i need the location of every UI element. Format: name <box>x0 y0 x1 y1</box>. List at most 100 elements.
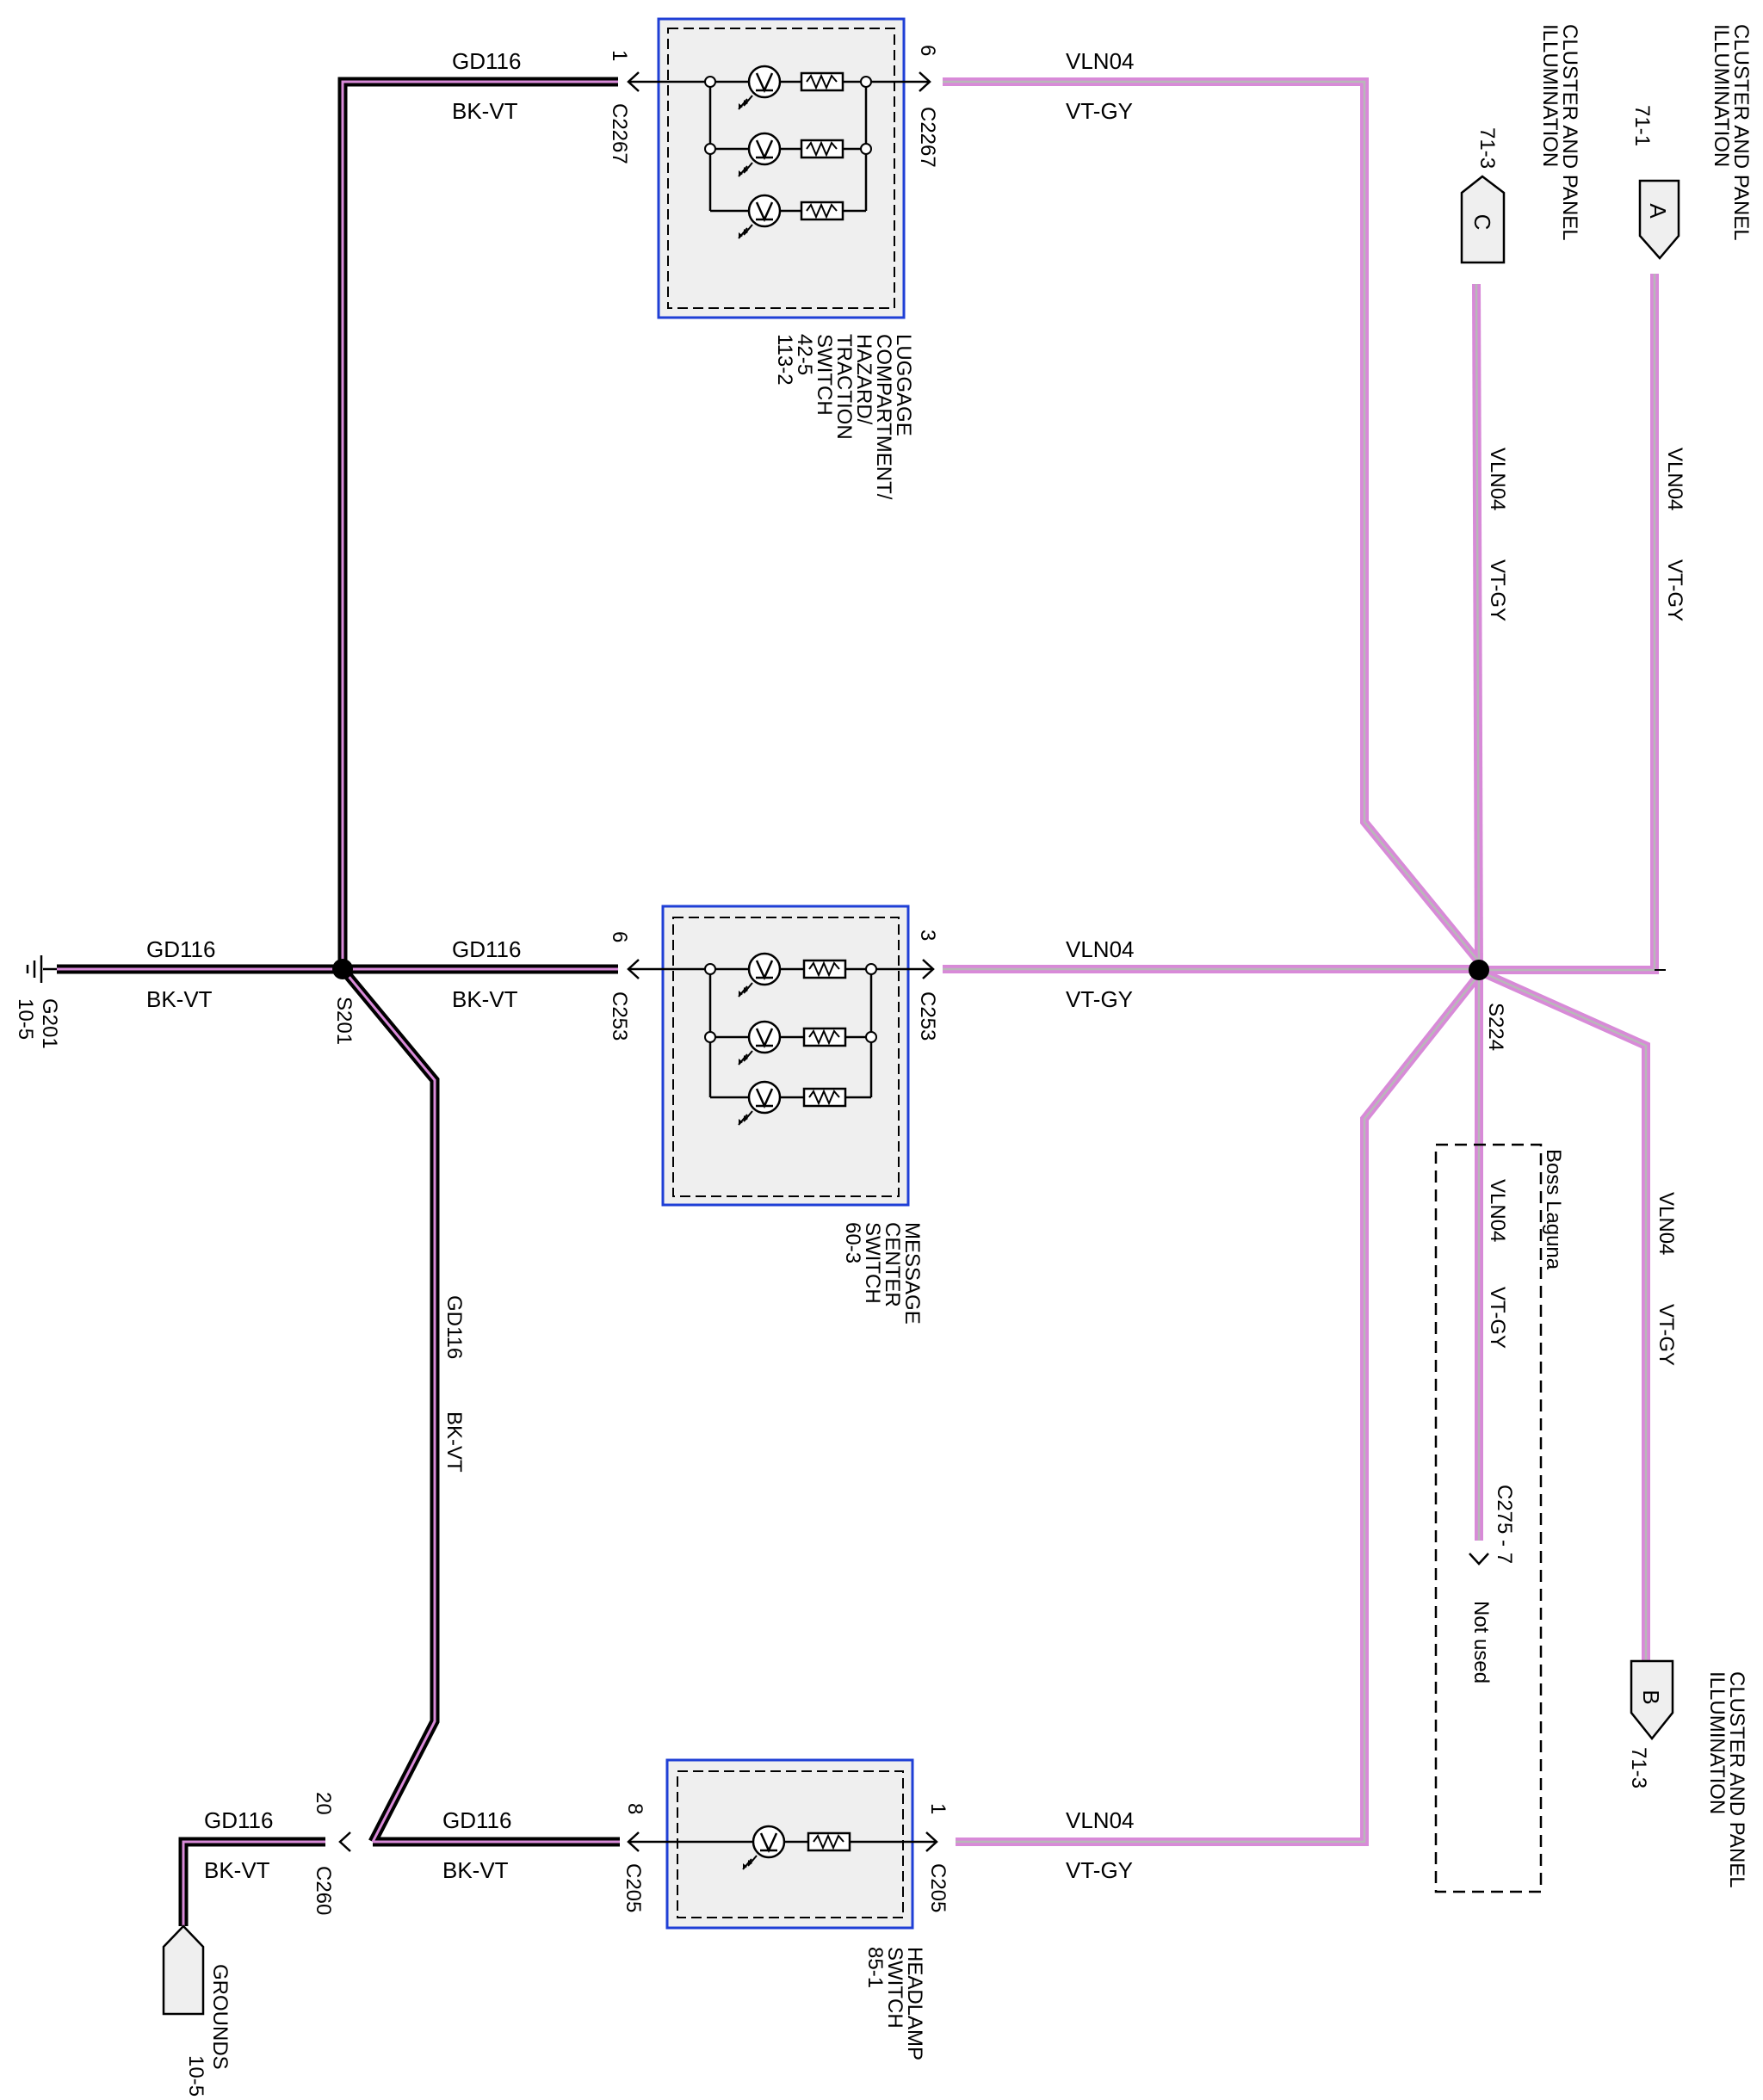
offpage-connector-icon <box>1460 175 1506 264</box>
connector-label: C2267 <box>608 103 631 164</box>
wire-label: VLN04 <box>1486 1179 1509 1242</box>
connector-label: C205 <box>622 1863 645 1912</box>
offpage-a-title2: ILLUMINATION <box>1710 24 1733 167</box>
wire-color-label: VT-GY <box>1486 1287 1509 1349</box>
offpage-connector-icon <box>162 1924 205 2016</box>
svg-text:60-3: 60-3 <box>841 1222 864 1263</box>
connector-label: C275 - 7 <box>1493 1485 1516 1564</box>
resistor-icon <box>800 71 844 92</box>
connector-label: C2267 <box>916 107 939 168</box>
connector-label: C205 <box>926 1863 950 1912</box>
wire-color-label: BK-VT <box>146 986 213 1012</box>
wire-color-label: VT-GY <box>1066 98 1133 124</box>
svg-text:LUGGAGE: LUGGAGE <box>892 334 915 436</box>
horizontal-labels: GD116 BK-VT VLN04 VT-GY GD116 BK-VT GD11… <box>146 48 1135 1883</box>
splice-s201-icon <box>332 959 353 979</box>
offpage-c-title2: ILLUMINATION <box>1538 24 1562 167</box>
wire-color-label: BK-VT <box>442 1857 509 1883</box>
splice-label: S224 <box>1484 1003 1507 1051</box>
pin-label: 6 <box>608 931 631 942</box>
wire-color-label: VT-GY <box>1486 559 1509 621</box>
svg-text:HAZARD/: HAZARD/ <box>852 334 875 425</box>
luggage-switch-label: LUGGAGE COMPARTMENT/ HAZARD/ TRACTION SW… <box>773 334 915 500</box>
ground-ref: 10-5 <box>14 998 37 1040</box>
resistor-icon <box>807 1831 851 1852</box>
wire-color-label: VT-GY <box>1066 1857 1133 1883</box>
svg-text:SWITCH: SWITCH <box>813 334 836 416</box>
headlamp-switch-component <box>628 1758 937 1930</box>
connector-label: C260 <box>312 1866 335 1915</box>
ground-icon <box>26 955 57 983</box>
wire-label: VLN04 <box>1066 48 1135 74</box>
wire-label: VLN04 <box>1066 1807 1135 1833</box>
wire-label: VLN04 <box>1655 1192 1678 1255</box>
message-center-switch-component <box>628 905 933 1207</box>
wire-color-label: VT-GY <box>1655 1304 1678 1366</box>
offpage-c-title: CLUSTER AND PANEL <box>1558 24 1581 241</box>
offpage-connector-icon <box>1638 179 1680 260</box>
connector-label: C253 <box>916 991 939 1041</box>
svg-text:CENTER: CENTER <box>881 1222 904 1307</box>
headlamp-switch-label: HEADLAMP SWITCH 85-1 <box>863 1947 926 2060</box>
component-labels: LUGGAGE COMPARTMENT/ HAZARD/ TRACTION SW… <box>773 334 926 2060</box>
offpage-connector-a: A <box>1638 179 1680 260</box>
svg-text:MESSAGE: MESSAGE <box>900 1222 924 1325</box>
pin-label: 1 <box>608 50 631 61</box>
svg-text:HEADLAMP: HEADLAMP <box>903 1947 926 2060</box>
svg-text:SWITCH: SWITCH <box>883 1947 906 2029</box>
wire-label: GD116 <box>442 1295 466 1359</box>
wire-color-label: BK-VT <box>204 1857 270 1883</box>
offpage-connector-icon <box>1630 1659 1674 1741</box>
luggage-switch-component <box>628 17 930 319</box>
offpage-b-letter: B <box>1638 1689 1664 1704</box>
pin-label: 1 <box>926 1803 950 1814</box>
wire-label: GD116 <box>204 1807 273 1833</box>
offpage-connector-b: B <box>1630 1659 1674 1741</box>
svg-text:COMPARTMENT/: COMPARTMENT/ <box>872 334 895 500</box>
splice-label: S201 <box>332 997 356 1045</box>
wire-color-label: BK-VT <box>452 986 518 1012</box>
offpage-a-letter: A <box>1645 203 1671 219</box>
resistor-icon <box>802 1027 847 1047</box>
wire-label: GD116 <box>452 936 521 962</box>
offpage-connector-c: C <box>1460 175 1506 264</box>
svg-text:85-1: 85-1 <box>863 1947 887 1988</box>
not-used-label: Not used <box>1469 1601 1493 1683</box>
resistor-icon <box>800 201 844 221</box>
wire-color-label: VT-GY <box>1066 986 1133 1012</box>
message-center-switch-label: MESSAGE CENTER SWITCH 60-3 <box>841 1222 924 1325</box>
wire-color-label: BK-VT <box>442 1411 466 1473</box>
resistor-icon <box>800 139 844 159</box>
vln04-wires <box>943 77 1666 1846</box>
ground-label: G201 <box>38 998 61 1049</box>
svg-text:42-5: 42-5 <box>793 334 816 375</box>
option-label: Boss Laguna <box>1542 1149 1565 1270</box>
offpage-b-title2: ILLUMINATION <box>1705 1671 1729 1814</box>
offpage-b-ref: 71-3 <box>1627 1747 1650 1788</box>
connector-label: C253 <box>608 991 631 1041</box>
svg-text:SWITCH: SWITCH <box>861 1222 884 1304</box>
svg-text:TRACTION: TRACTION <box>832 334 856 440</box>
wire-color-label: BK-VT <box>452 98 518 124</box>
offpage-a-title: CLUSTER AND PANEL <box>1729 24 1753 241</box>
offpage-b-title: CLUSTER AND PANEL <box>1725 1671 1748 1888</box>
rotated-labels: 1 C2267 6 C2267 6 C253 3 C253 8 C205 1 C… <box>14 24 1753 2097</box>
pin-label: 3 <box>916 930 939 941</box>
pin-label: 6 <box>916 45 939 56</box>
wire-label: VLN04 <box>1066 936 1135 962</box>
wire-label: VLN04 <box>1486 448 1509 510</box>
pin-label: 8 <box>623 1803 646 1814</box>
grounds-label: GROUNDS <box>208 1964 232 2070</box>
svg-text:113-2: 113-2 <box>773 334 796 386</box>
offpage-c-ref: 71-3 <box>1475 127 1499 169</box>
offpage-c-letter: C <box>1469 214 1495 231</box>
pin-label: 20 <box>312 1792 335 1815</box>
wire-label: GD116 <box>146 936 215 962</box>
wire-label: VLN04 <box>1663 448 1686 510</box>
grounds-ref: 10-5 <box>184 2055 207 2097</box>
splice-s224-icon <box>1469 960 1489 980</box>
resistor-icon <box>802 1087 847 1108</box>
resistor-icon <box>802 959 847 979</box>
wire-color-label: VT-GY <box>1663 559 1686 621</box>
